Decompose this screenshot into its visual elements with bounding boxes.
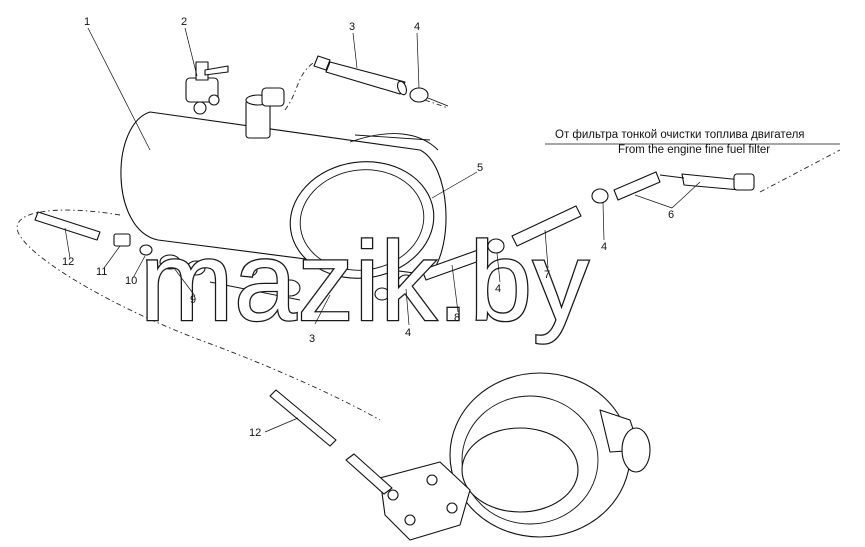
tank-neck-fitting: [245, 87, 285, 139]
label-11: 11: [96, 266, 107, 278]
fuel-pump-assembly: [345, 372, 651, 541]
label-3-bottom: 3: [309, 333, 315, 345]
leader-lines: [64, 27, 840, 433]
label-10: 10: [125, 275, 137, 287]
annotation-english: From the engine fine fuel filter: [618, 144, 770, 156]
label-6: 6: [668, 209, 674, 221]
label-7: 7: [544, 269, 550, 281]
nipple-and-nut: [113, 233, 153, 256]
label-12-left: 12: [62, 256, 74, 268]
label-1: 1: [84, 16, 90, 28]
label-4-right: 4: [601, 241, 607, 253]
label-8: 8: [454, 312, 460, 324]
label-4-bottom: 4: [405, 327, 411, 339]
site-watermark: mazik.by: [140, 219, 590, 344]
hose-clamp-top: [409, 87, 449, 107]
label-4-top: 4: [414, 21, 420, 33]
fuel-tube-lower: [269, 389, 337, 447]
fuel-tube-short: [34, 211, 101, 241]
label-9: 9: [190, 294, 196, 306]
callout-labels: 1 2 3 4 5 6 4 7 4 8 4 3 9 10 11 12 12: [62, 16, 674, 439]
fuel-hose-6: [613, 171, 755, 201]
label-2: 2: [181, 16, 187, 28]
label-3-top: 3: [349, 21, 355, 33]
annotation-russian: От фильтра тонкой очистки топлива двигат…: [555, 129, 805, 141]
label-12-bottom: 12: [249, 427, 261, 439]
fuel-tank: [120, 111, 447, 279]
label-4-middle: 4: [495, 283, 501, 295]
tank-bottom-fittings: [159, 254, 390, 301]
fuel-hose-top: [313, 55, 408, 96]
fuel-hose-7: [511, 205, 582, 247]
label-5: 5: [477, 162, 483, 174]
fuel-line-dashed: [16, 59, 841, 421]
hose-clamps-middle: [397, 188, 609, 290]
drain-tap: [185, 61, 229, 115]
